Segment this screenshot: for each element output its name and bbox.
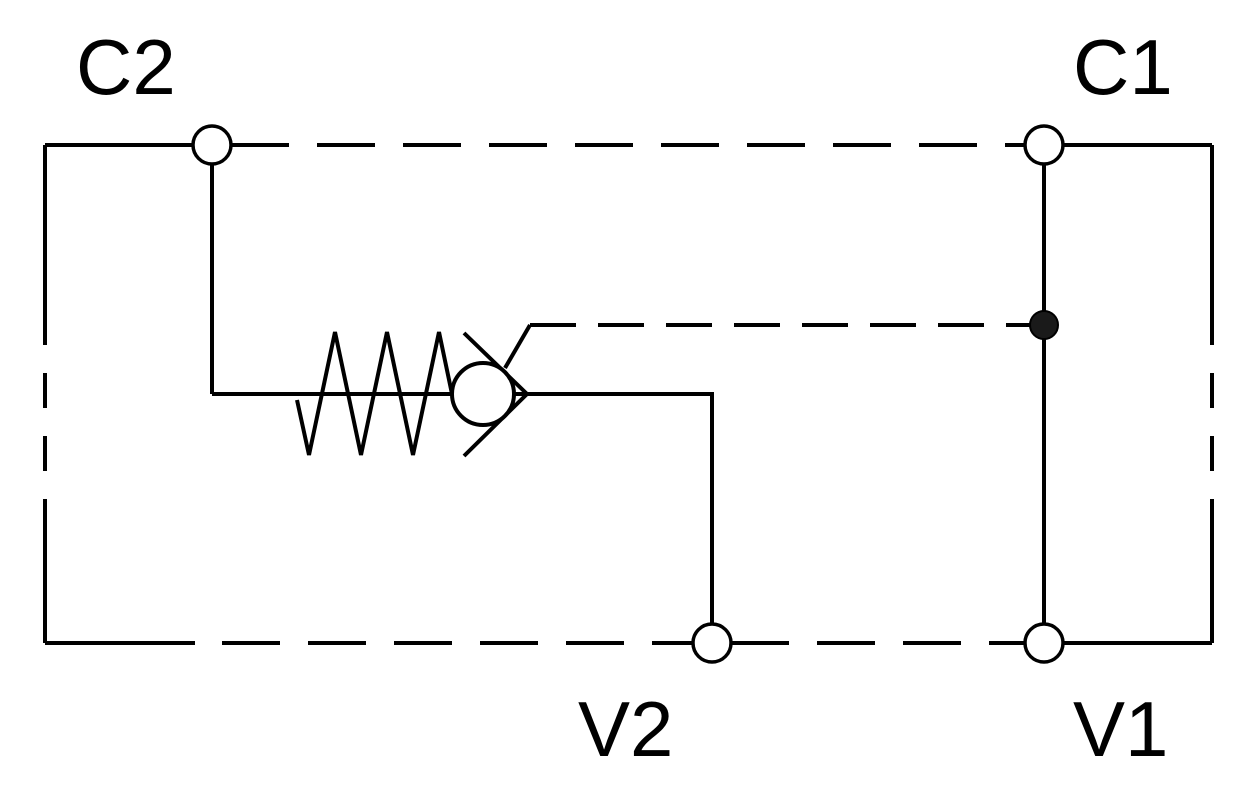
valve-body-outline (43, 143, 1214, 645)
junction-dot-icon (1029, 310, 1059, 340)
port-v1-label: V1 (1073, 685, 1168, 773)
valve-ball-icon (450, 361, 516, 427)
port-c2-label: C2 (76, 23, 176, 111)
v2-flow-line (515, 392, 714, 623)
port-c1-label: C1 (1073, 23, 1173, 111)
port-v2-label: V2 (578, 685, 673, 773)
check-valve-icon (450, 331, 530, 458)
pilot-diagonal (503, 323, 532, 370)
port-c1-circle (1023, 124, 1065, 166)
port-c2-circle (191, 124, 233, 166)
valve-seat-icon (462, 331, 530, 458)
internal-flow-lines (210, 164, 1046, 623)
port-v2-circle (691, 622, 733, 664)
port-v1-circle (1023, 622, 1065, 664)
spring-icon (295, 331, 454, 456)
